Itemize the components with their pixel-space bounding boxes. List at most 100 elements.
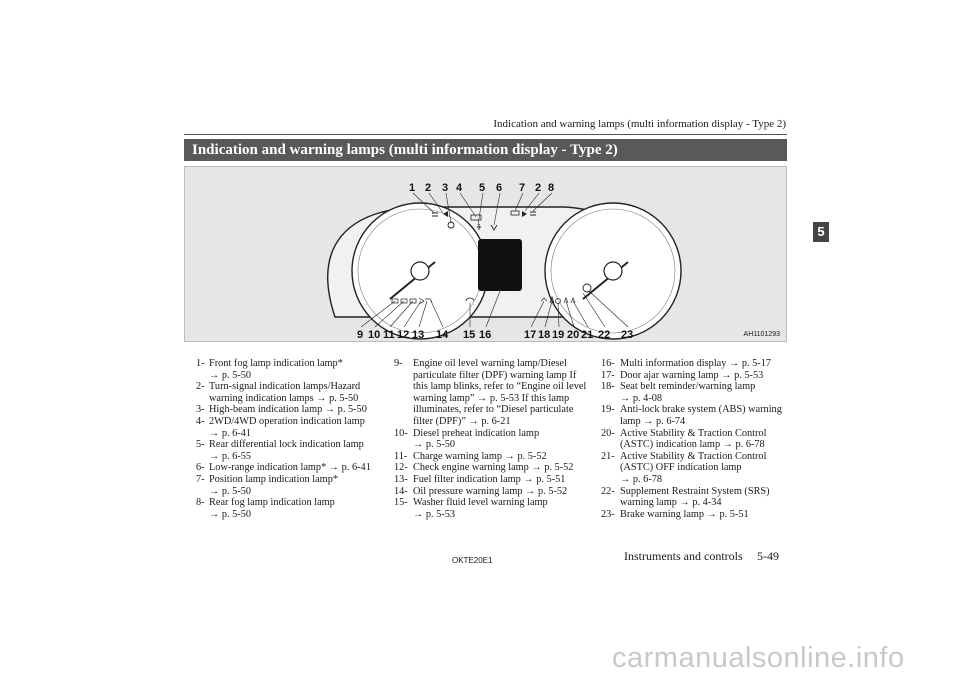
legend-item-description: Multi information display → p. 5-17 (620, 358, 772, 369)
low-range-icon (477, 224, 481, 230)
legend-item-description: Turn-signal indication lamps/Hazard warn… (209, 381, 361, 404)
left-gauge-hub (410, 261, 430, 281)
instrument-cluster-figure: 1 2 3 4 5 6 7 2 8 9 10 11 12 13 14 15 16… (184, 166, 787, 342)
legend-item-page-ref: → p. 5-53 (413, 508, 456, 520)
legend-item-description: Seat belt reminder/warning lamp (620, 381, 756, 393)
callout-2b: 2 (535, 182, 541, 194)
legend-item-description: Position lamp indication lamp* (209, 473, 338, 485)
legend-item-text: Rear differential lock indication lamp→ … (209, 439, 391, 462)
legend-item-description: 2WD/4WD operation indication lamp (209, 415, 365, 427)
legend-item-text: Active Stability & Traction Control (AST… (620, 428, 791, 451)
legend-item: 1-Front fog lamp indication lamp*→ p. 5-… (196, 358, 391, 381)
legend-item-number: 19- (601, 404, 615, 416)
callout-19: 19 (552, 329, 564, 341)
callout-12: 12 (397, 329, 409, 341)
legend-item-text: Active Stability & Traction Control (AST… (620, 451, 791, 486)
legend-item-page-ref: → p. 5-50 (209, 485, 252, 497)
callout-16: 16 (479, 329, 491, 341)
legend-item-number: 15- (394, 497, 408, 509)
legend-item-number: 14- (394, 485, 408, 497)
legend-item-number: 20- (601, 427, 615, 439)
callout-2: 2 (425, 182, 431, 194)
watermark: carmanualsonline.info (612, 642, 905, 674)
top-leader-lines (412, 192, 553, 226)
callout-14: 14 (436, 329, 449, 341)
instrument-cluster-illustration: 1 2 3 4 5 6 7 2 8 9 10 11 12 13 14 15 16… (327, 182, 682, 341)
legend-item: 14-Oil pressure warning lamp → p. 5-52 (394, 486, 590, 498)
legend-item-number: 23- (601, 508, 615, 520)
multi-information-display (478, 239, 522, 291)
footer-code: OKTE20E1 (452, 556, 493, 565)
legend-item-number: 21- (601, 450, 615, 462)
callout-20: 20 (567, 329, 579, 341)
legend-item: 23-Brake warning lamp → p. 5-51 (601, 509, 791, 521)
legend-item: 3-High-beam indication lamp → p. 5-50 (196, 404, 391, 416)
legend-item-description: Check engine warning lamp → p. 5-52 (413, 462, 574, 474)
legend-item: 18-Seat belt reminder/warning lamp→ p. 4… (601, 381, 791, 404)
legend-item-number: 10- (394, 427, 408, 439)
legend-item: 5- Rear differential lock indication lamp… (196, 439, 391, 462)
legend-item-page-ref: → p. 6-55 (209, 450, 252, 462)
legend-item: 10-Diesel preheat indication lamp→ p. 5-… (394, 428, 590, 451)
footer-section: Instruments and controls (624, 549, 743, 563)
rear-fog-icon (530, 211, 536, 216)
legend-item-description: Active Stability & Traction Control (AST… (620, 450, 767, 474)
legend-item: 9- Engine oil level warning lamp/Diesel p… (394, 358, 590, 428)
legend-item-text: Anti-lock brake system (ABS) warning lam… (620, 404, 791, 427)
callout-21: 21 (581, 329, 593, 341)
header-rule (184, 134, 787, 135)
callout-17: 17 (524, 329, 536, 341)
callout-4: 4 (456, 182, 463, 194)
legend-item-page-ref: → p. 4-08 (620, 392, 663, 404)
callout-8: 8 (548, 182, 554, 194)
legend-item-number: 2- (196, 381, 205, 393)
legend-item-number: 22- (601, 485, 615, 497)
legend-item-number: 16- (601, 358, 615, 369)
legend-item-description: Engine oil level warning lamp/Diesel par… (413, 358, 587, 427)
legend-item: 19- Anti-lock brake system (ABS) warning … (601, 404, 791, 427)
right-gauge-hub (603, 261, 623, 281)
legend-item-text: Engine oil level warning lamp/Diesel par… (413, 358, 590, 428)
legend-item-number: 4- (196, 415, 205, 427)
legend-item-text: Fuel filter indication lamp → p. 5-51 (413, 474, 590, 486)
legend-item-number: 5- (196, 439, 205, 451)
legend-item-number: 12- (394, 462, 408, 474)
legend-item-text: Turn-signal indication lamps/Hazard warn… (209, 381, 391, 404)
callout-6: 6 (496, 182, 502, 194)
legend-item-number: 9- (394, 358, 403, 369)
diff-lock-icon (490, 224, 498, 231)
legend-item-text: Charge warning lamp → p. 5-52 (413, 451, 590, 463)
callout-5: 5 (479, 182, 485, 194)
legend-item-description: Rear fog lamp indication lamp (209, 497, 335, 509)
callout-13: 13 (412, 329, 424, 341)
legend-item-text: Washer fluid level warning lamp→ p. 5-53 (413, 497, 590, 520)
legend-item: 16- Multi information display → p. 5-17 (601, 358, 791, 370)
legend-item-description: Door ajar warning lamp → p. 5-53 (620, 369, 764, 381)
page-number: 5-49 (757, 549, 779, 563)
legend-item-text: Seat belt reminder/warning lamp→ p. 4-08 (620, 381, 791, 404)
legend-item-page-ref: → p. 5-50 (209, 508, 252, 520)
turn-signal-right-icon (522, 211, 527, 217)
callout-11: 11 (383, 329, 395, 341)
legend-item: 17-Door ajar warning lamp → p. 5-53 (601, 370, 791, 382)
legend-item-text: Door ajar warning lamp → p. 5-53 (620, 370, 791, 382)
oil-pressure-icon (425, 298, 433, 303)
legend-item: 15- Washer fluid level warning lamp→ p. 5… (394, 497, 590, 520)
legend-item-text: Check engine warning lamp → p. 5-52 (413, 462, 590, 474)
legend-item-description: Charge warning lamp → p. 5-52 (413, 450, 547, 462)
legend-item-number: 8- (196, 497, 205, 509)
callout-18: 18 (538, 329, 550, 341)
legend-item-description: Active Stability & Traction Control (AST… (620, 427, 767, 451)
legend-item-description: Fuel filter indication lamp → p. 5-51 (413, 473, 566, 485)
legend-item-text: Rear fog lamp indication lamp→ p. 5-50 (209, 497, 391, 520)
legend-item-number: 11- (394, 450, 408, 462)
legend-column-2: 9- Engine oil level warning lamp/Diesel p… (394, 358, 590, 520)
legend-item-page-ref: → p. 6-78 (620, 473, 663, 485)
legend-item-description: Anti-lock brake system (ABS) warning lam… (620, 404, 782, 427)
legend-column-1: 1-Front fog lamp indication lamp*→ p. 5-… (196, 358, 391, 520)
legend-item: 6-Low-range indication lamp* → p. 6-41 (196, 462, 391, 474)
legend-item-description: High-beam indication lamp → p. 5-50 (209, 404, 367, 416)
legend-item-page-ref: → p. 5-50 (413, 439, 456, 451)
legend-item: 13-Fuel filter indication lamp → p. 5-51 (394, 474, 590, 486)
